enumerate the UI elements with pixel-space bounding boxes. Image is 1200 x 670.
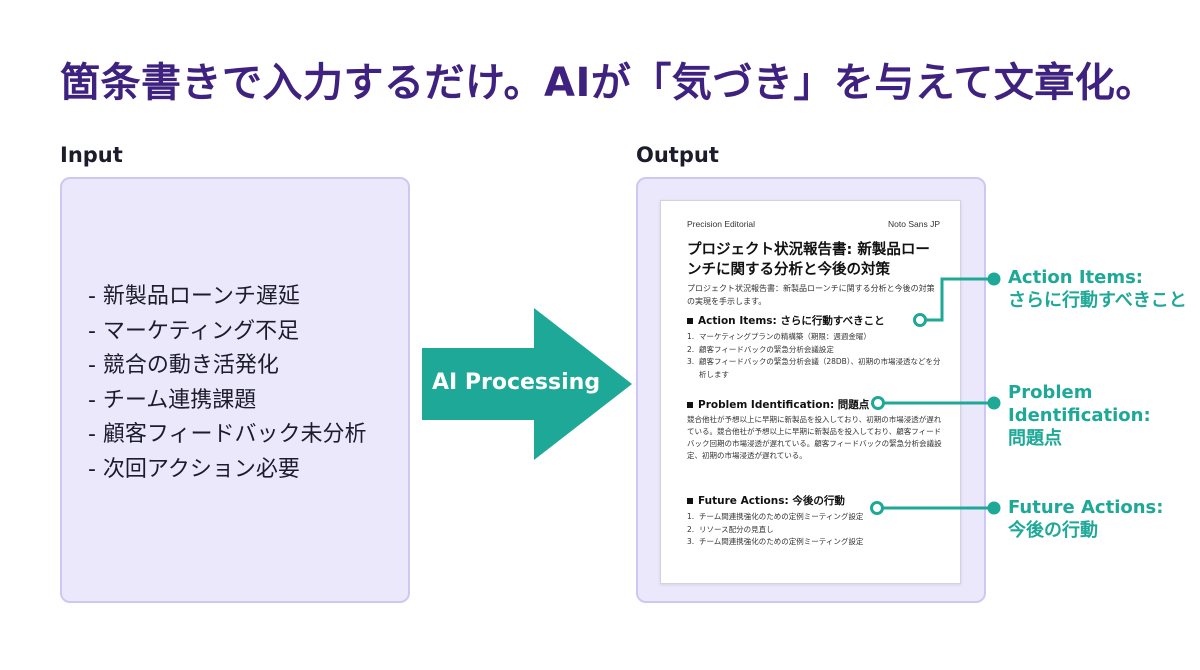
square-bullet-icon	[687, 318, 693, 324]
document-future-list: 1.チーム間連携強化のための定例ミーティング設定 2.リソース配分の見直し 3.…	[687, 511, 942, 549]
problem-callout-line: Problem	[1008, 382, 1093, 403]
output-label: Output	[636, 143, 719, 167]
input-label: Input	[60, 143, 123, 167]
problem-marker-outer	[987, 396, 1001, 410]
input-bullet-list: - 新製品ローンチ遅延 - マーケティング不足 - 競合の動き活発化 - チーム…	[88, 280, 367, 487]
action-callout: Action Items: さらに行動すべきこと	[1008, 266, 1187, 312]
problem-callout-line: Identification:	[1008, 405, 1151, 426]
future-marker-outer	[987, 501, 1001, 515]
document-list-item: 2.顧客フィードバックの緊急分析会議設定	[687, 344, 942, 357]
document-list-item: 2.リソース配分の見直し	[687, 524, 942, 537]
output-document: Precision Editorial Noto Sans JP プロジェクト状…	[660, 200, 961, 584]
document-problem-heading-text: Problem Identification: 問題点	[698, 399, 870, 411]
page-headline: 箇条書きで入力するだけ。AIが「気づき」を与えて文章化。	[60, 60, 1156, 106]
document-action-list: 1.マーケティングプランの精構築（期限：週週金曜） 2.顧客フィードバックの緊急…	[687, 331, 942, 381]
problem-callout: Problem Identification: 問題点	[1008, 381, 1151, 450]
input-bullet: - 競合の動き活発化	[88, 353, 279, 378]
document-list-item-text: マーケティングプランの精構築（期限：週週金曜）	[699, 332, 871, 341]
document-future-section: Future Actions: 今後の行動 1.チーム間連携強化のための定例ミー…	[687, 494, 942, 549]
input-bullet: - 顧客フィードバック未分析	[88, 422, 367, 447]
document-future-heading-text: Future Actions: 今後の行動	[698, 495, 845, 507]
input-bullet: - チーム連携課題	[88, 387, 257, 413]
input-bullet: - マーケティング不足	[88, 318, 300, 344]
document-meta-row: Precision Editorial Noto Sans JP	[687, 219, 940, 229]
document-list-item-text: 顧客フィードバックの緊急分析会議（28DB）、初期の市場浸透などを分析します	[699, 357, 941, 379]
problem-callout-line: 問題点	[1008, 428, 1062, 449]
document-title: プロジェクト状況報告書: 新製品ローンチに関する分析と今後の対策	[687, 242, 930, 278]
input-panel	[60, 177, 410, 603]
square-bullet-icon	[687, 402, 693, 408]
square-bullet-icon	[687, 498, 693, 504]
document-list-item: 3.顧客フィードバックの緊急分析会議（28DB）、初期の市場浸透などを分析します	[687, 356, 942, 381]
input-bullet: - 新製品ローンチ遅延	[88, 284, 300, 309]
future-callout: Future Actions: 今後の行動	[1008, 496, 1163, 542]
input-bullet: - 次回アクション必要	[88, 456, 300, 482]
document-meta-right: Noto Sans JP	[888, 219, 940, 229]
process-arrow	[422, 308, 632, 460]
process-label: AI Processing	[432, 370, 601, 395]
action-marker-outer	[987, 272, 1001, 286]
document-list-item: 1.チーム間連携強化のための定例ミーティング設定	[687, 511, 942, 524]
document-list-item-text: チーム間連携強化のための定例ミーティング設定	[699, 512, 864, 521]
document-list-item: 1.マーケティングプランの精構築（期限：週週金曜）	[687, 331, 942, 344]
future-callout-line: Future Actions:	[1008, 497, 1164, 518]
document-problem-section: Problem Identification: 問題点 競合他社が予想以上に早期…	[687, 398, 942, 462]
document-meta-left: Precision Editorial	[687, 219, 756, 229]
action-callout-line: さらに行動すべきこと	[1008, 290, 1187, 311]
document-action-heading: Action Items: さらに行動すべきこと	[687, 314, 942, 328]
document-list-item-text: チーム間連携強化のための定例ミーティング設定	[699, 537, 864, 546]
document-future-heading: Future Actions: 今後の行動	[687, 494, 942, 508]
document-problem-heading: Problem Identification: 問題点	[687, 398, 942, 412]
document-action-heading-text: Action Items: さらに行動すべきこと	[698, 315, 885, 327]
document-list-item-text: 顧客フィードバックの緊急分析会議設定	[699, 344, 834, 354]
document-intro: プロジェクト状況報告書：新製品ローンチに関する分析と今後の対策の実現を手示します…	[687, 284, 935, 306]
action-callout-line: Action Items:	[1008, 267, 1143, 288]
document-problem-text: 競合他社が予想以上に早期に新製品を投入しており、初期の市場浸透が遅れている。競合…	[687, 415, 942, 460]
document-list-item-text: リソース配分の見直し	[699, 524, 774, 534]
document-list-item: 3.チーム間連携強化のための定例ミーティング設定	[687, 536, 942, 549]
future-callout-line: 今後の行動	[1008, 520, 1098, 541]
document-action-section: Action Items: さらに行動すべきこと 1.マーケティングプランの精構…	[687, 314, 942, 381]
